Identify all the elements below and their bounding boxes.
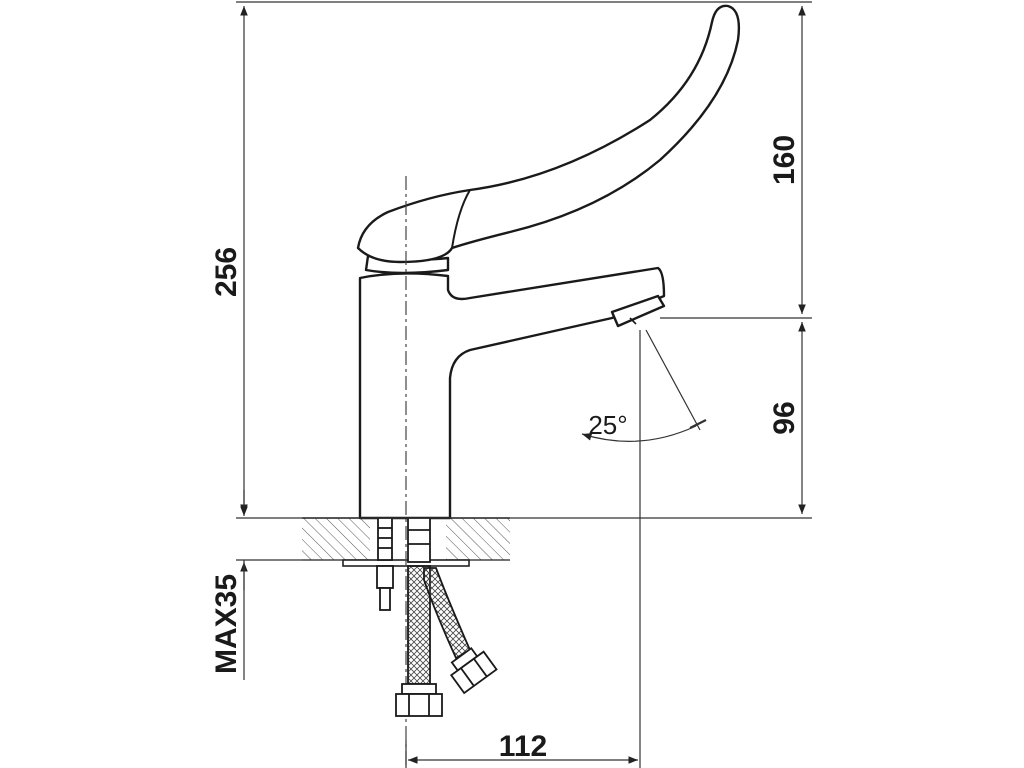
supply-hose-angled xyxy=(423,567,498,695)
faucet-body xyxy=(356,4,741,520)
dim-spout-height: 96 xyxy=(768,401,801,434)
dim-handle-height: 160 xyxy=(768,135,801,185)
dim-spout-reach: 112 xyxy=(499,730,547,763)
dimension-lines xyxy=(236,1,812,768)
dim-spout-angle: 25° xyxy=(588,410,627,440)
dim-max-thickness: MAX35 xyxy=(210,574,243,674)
dim-total-height: 256 xyxy=(210,247,243,297)
